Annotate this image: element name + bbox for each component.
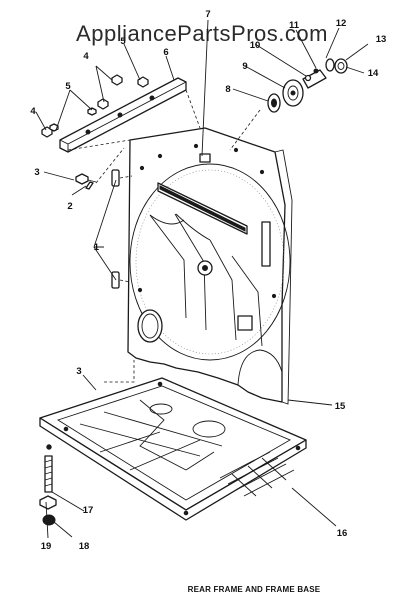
leader-lines [35,19,369,539]
bearing-assembly [267,58,348,113]
callout-5-top: 5 [120,36,126,47]
callout-18: 18 [79,541,90,552]
rear-frame-panel [127,127,293,405]
callout-10: 10 [250,40,261,51]
callout-17: 17 [83,505,94,516]
callout-9: 9 [242,61,247,72]
callout-1: 1 [94,242,100,253]
callout-7: 7 [205,9,210,20]
callout-14: 14 [368,68,379,79]
callout-13: 13 [376,34,387,45]
callout-6: 6 [163,47,168,58]
screw-and-clip-left [75,173,97,190]
callout-4-top: 4 [83,51,89,62]
callout-2: 2 [67,201,72,212]
assembly-lines [67,89,261,383]
callout-8: 8 [225,84,230,95]
screw-set-top [41,74,149,138]
callout-11: 11 [289,20,300,31]
callout-3-bottom: 3 [76,366,81,377]
callout-5-left: 5 [65,81,71,92]
callout-3-top: 3 [34,167,39,178]
callout-15: 15 [335,401,346,412]
diagram-caption: REAR FRAME AND FRAME BASE [188,585,321,594]
callout-16: 16 [337,528,348,539]
site-name-header: AppliancePartsPros.com [76,21,328,46]
callout-19: 19 [41,541,52,552]
callout-4-left: 4 [30,106,36,117]
callout-12: 12 [336,18,347,29]
leveling-leg [39,444,57,526]
frame-base [39,377,307,521]
